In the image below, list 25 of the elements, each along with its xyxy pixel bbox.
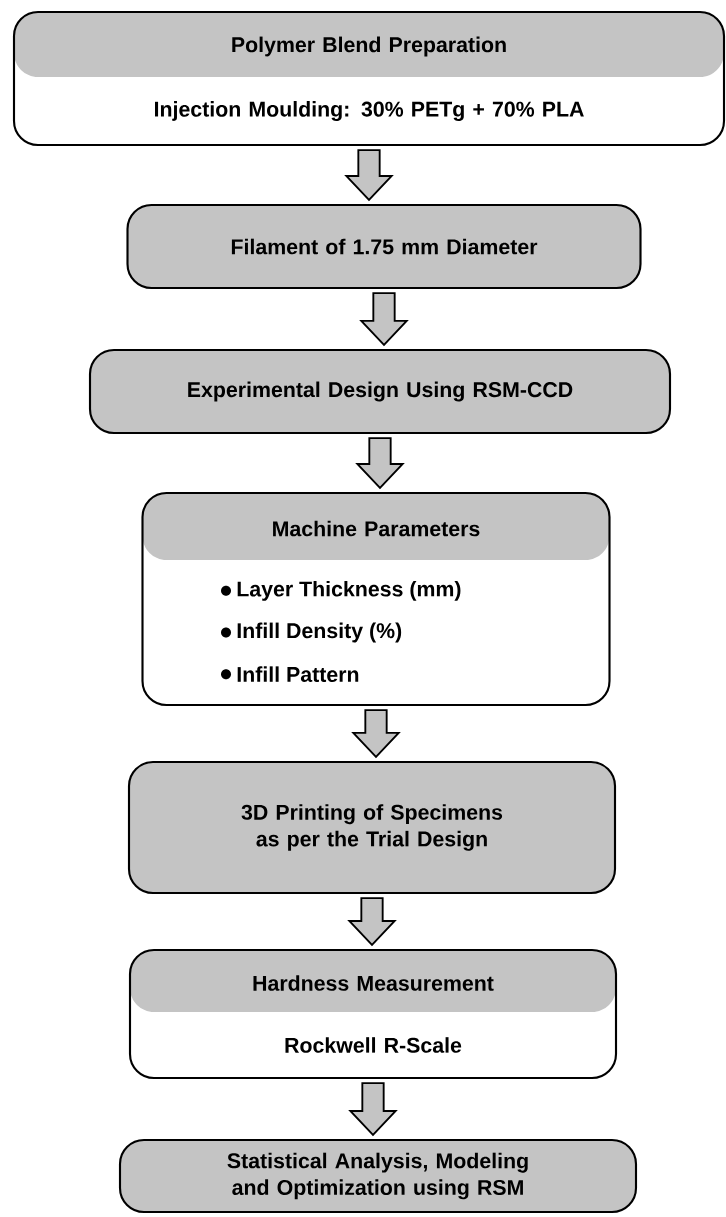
body-text: Rockwell R-Scale: [285, 1037, 462, 1053]
block-arrow: [355, 437, 405, 490]
body-text: Injection Moulding: 30% PETg + 70% PLA: [155, 101, 584, 121]
block-arrow: [351, 709, 401, 759]
block-arrow: [344, 149, 394, 202]
heading: Machine Parameters: [273, 520, 480, 537]
bullet-item: Infill Pattern: [221, 666, 359, 682]
step-text: Experimental Design Using RSM-CCD: [188, 381, 573, 402]
step-text: 3D Printing of Specimens as per the Trial Design: [241, 804, 503, 851]
process-box: [88, 348, 672, 435]
process-box: [126, 203, 642, 290]
block-arrow: [359, 292, 409, 347]
process-box: [12, 10, 726, 147]
step-text: Statistical Analysis, Modeling and Optimization using RSM: [227, 1152, 528, 1200]
bullet-item: Infill Density (%): [221, 622, 402, 643]
process-box: [127, 760, 617, 895]
process-box: [141, 491, 611, 707]
heading: Hardness Measurement: [253, 975, 494, 991]
block-arrow: [348, 1082, 398, 1137]
heading: Polymer Blend Preparation: [232, 36, 506, 57]
step-text: Filament of 1.75 mm Diameter: [231, 238, 538, 255]
bullet-item: Layer Thickness (mm): [221, 580, 461, 601]
process-box: [118, 1138, 638, 1214]
process-box: [128, 948, 618, 1080]
block-arrow: [347, 897, 397, 947]
